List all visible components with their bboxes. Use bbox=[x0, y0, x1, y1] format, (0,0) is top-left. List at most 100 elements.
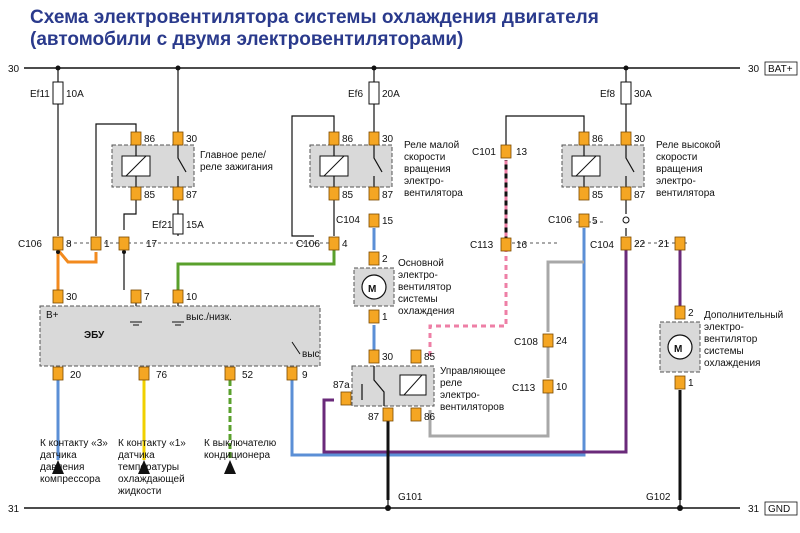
ecu-speed-label: выс./низк. bbox=[186, 312, 232, 323]
coolant-label-2: датчика bbox=[118, 450, 155, 461]
c106-pin-8: 8 bbox=[66, 239, 72, 250]
ecu-pin-9: 9 bbox=[302, 370, 308, 381]
compressor-label-2: датчика bbox=[40, 450, 77, 461]
low-relay-pin-86: 86 bbox=[342, 134, 354, 145]
fuse-ef8: Ef8 30A bbox=[600, 81, 652, 105]
ecu-pin-10: 10 bbox=[186, 292, 198, 303]
control-relay-pin-87: 87 bbox=[368, 412, 380, 423]
fuse-ef8-label: Ef8 bbox=[600, 89, 615, 100]
high-speed-relay: 86 30 85 87 Реле высокой скорости вращен… bbox=[561, 131, 720, 224]
high-relay-pin-87: 87 bbox=[634, 190, 646, 201]
extra-fan-pin-2: 2 bbox=[688, 308, 694, 319]
c106-label-5: C106 bbox=[548, 215, 572, 226]
main-fan-label-1: Основной bbox=[398, 258, 444, 269]
ecu-pin-20: 20 bbox=[70, 370, 82, 381]
low-relay-pin-87: 87 bbox=[382, 190, 394, 201]
high-relay-label-1: Реле высокой bbox=[656, 140, 720, 151]
green-wire bbox=[176, 250, 336, 290]
control-relay-pin-86: 86 bbox=[424, 412, 436, 423]
connector-c106-left: C106 8 1 17 bbox=[18, 236, 158, 251]
c101-pin-13: 13 bbox=[516, 147, 528, 158]
low-relay-label-5: вентилятора bbox=[404, 188, 463, 199]
terminal-ac-icon bbox=[224, 460, 236, 474]
connector-c104-22-21: C104 22 21 bbox=[590, 236, 686, 251]
control-relay-label-1: Управляющее bbox=[440, 366, 506, 377]
c101-label: C101 bbox=[472, 147, 496, 158]
gray-wire-3 bbox=[546, 260, 584, 332]
high-relay-label-2: скорости bbox=[656, 152, 697, 163]
fuse-ef11-rating: 10A bbox=[66, 89, 84, 100]
c108-label: C108 bbox=[514, 337, 538, 348]
rail-label-30-left: 30 bbox=[8, 64, 20, 75]
main-relay-label-2: реле зажигания bbox=[200, 162, 273, 173]
ecu-name: ЭБУ bbox=[84, 330, 105, 341]
main-fan-label-2: электро- bbox=[398, 270, 438, 281]
extra-fan-label-2: электро- bbox=[704, 322, 744, 333]
ac-label-1: К выключателю bbox=[204, 438, 277, 449]
ground-g101: G101 bbox=[385, 492, 423, 511]
low-relay-label-3: вращения bbox=[404, 164, 451, 175]
connector-c101: C101 13 bbox=[472, 144, 528, 159]
c104-label-15: C104 bbox=[336, 215, 360, 226]
main-relay: 86 30 85 87 Главное реле/ реле зажигания bbox=[111, 131, 273, 201]
fuse-ef6-rating: 20A bbox=[382, 89, 400, 100]
main-relay-label-1: Главное реле/ bbox=[200, 150, 266, 161]
extra-fan-pin-1: 1 bbox=[688, 378, 694, 389]
control-relay: 30 85 87a 87 86 Управляющее реле электро… bbox=[333, 349, 506, 423]
main-fan-label-4: системы bbox=[398, 294, 438, 305]
bat-label: BAT+ bbox=[768, 64, 793, 75]
power-rail-30: 30 30 BAT+ bbox=[8, 61, 798, 76]
ecu-pin-30: 30 bbox=[66, 292, 78, 303]
title-line2: (автомобили с двумя электровентиляторами… bbox=[30, 29, 463, 50]
c104-label-22: C104 bbox=[590, 240, 614, 251]
connector-c104-15: C104 15 bbox=[336, 213, 394, 228]
low-speed-relay: 86 30 85 87 Реле малой скорости вращения… bbox=[309, 131, 463, 201]
fuse-ef6-label: Ef6 bbox=[348, 89, 363, 100]
coolant-label-3: температуры bbox=[118, 462, 179, 473]
fuse-ef21-label: Ef21 bbox=[152, 220, 173, 231]
low-relay-label-2: скорости bbox=[404, 152, 445, 163]
ground-symbols-ecu bbox=[130, 321, 184, 326]
blue-wire-3 bbox=[290, 228, 586, 457]
connector-c113-16: C113 16 bbox=[470, 237, 528, 252]
c108-pin-24: 24 bbox=[556, 336, 568, 347]
main-relay-pin-87: 87 bbox=[186, 190, 198, 201]
high-relay-pin-30: 30 bbox=[634, 134, 646, 145]
rail-label-31-right: 31 bbox=[748, 504, 760, 515]
g102-label: G102 bbox=[646, 492, 671, 503]
low-relay-pin-30: 30 bbox=[382, 134, 394, 145]
high-relay-label-3: вращения bbox=[656, 164, 703, 175]
c113-label-10: C113 bbox=[512, 383, 536, 394]
high-relay-label-4: электро- bbox=[656, 176, 696, 187]
c106-pin-5: 5 bbox=[592, 216, 598, 227]
c104-pin-22: 22 bbox=[634, 239, 646, 250]
fuse-ef11-label: Ef11 bbox=[30, 89, 50, 100]
main-fan-pin-2: 2 bbox=[382, 254, 388, 265]
main-relay-pin-85: 85 bbox=[144, 190, 156, 201]
ecu-pin-52: 52 bbox=[242, 370, 254, 381]
ecu-pin-76: 76 bbox=[156, 370, 168, 381]
ecu-block: 30 7 10 B+ ЭБУ выс./низк. выс 20 76 52 9 bbox=[39, 289, 321, 381]
fuse-ef21-rating: 15A bbox=[186, 220, 204, 231]
high-relay-pin-85: 85 bbox=[592, 190, 604, 201]
compressor-label-4: компрессора bbox=[40, 474, 101, 485]
g101-label: G101 bbox=[398, 492, 423, 503]
compressor-label-3: давления bbox=[40, 462, 84, 473]
control-relay-label-3: электро- bbox=[440, 390, 480, 401]
junction-dots bbox=[55, 65, 629, 254]
c106-label-left: C106 bbox=[18, 239, 42, 250]
control-relay-pin-87a: 87a bbox=[333, 380, 350, 391]
fuse-ef8-rating: 30A bbox=[634, 89, 652, 100]
low-relay-label-4: электро- bbox=[404, 176, 444, 187]
main-fan-label-3: вентилятор bbox=[398, 282, 452, 293]
c106-label-right: C106 bbox=[296, 239, 320, 250]
low-relay-label-1: Реле малой bbox=[404, 140, 459, 151]
connector-c108: C108 24 bbox=[514, 333, 568, 348]
fuse-ef21: Ef21 15A bbox=[152, 213, 204, 235]
main-relay-pin-86: 86 bbox=[144, 134, 156, 145]
main-fan-label-5: охлаждения bbox=[398, 306, 454, 317]
high-relay-label-5: вентилятора bbox=[656, 188, 715, 199]
coolant-label-4: охлаждающей bbox=[118, 474, 185, 485]
fuse-ef11: Ef11 10A bbox=[30, 81, 84, 105]
